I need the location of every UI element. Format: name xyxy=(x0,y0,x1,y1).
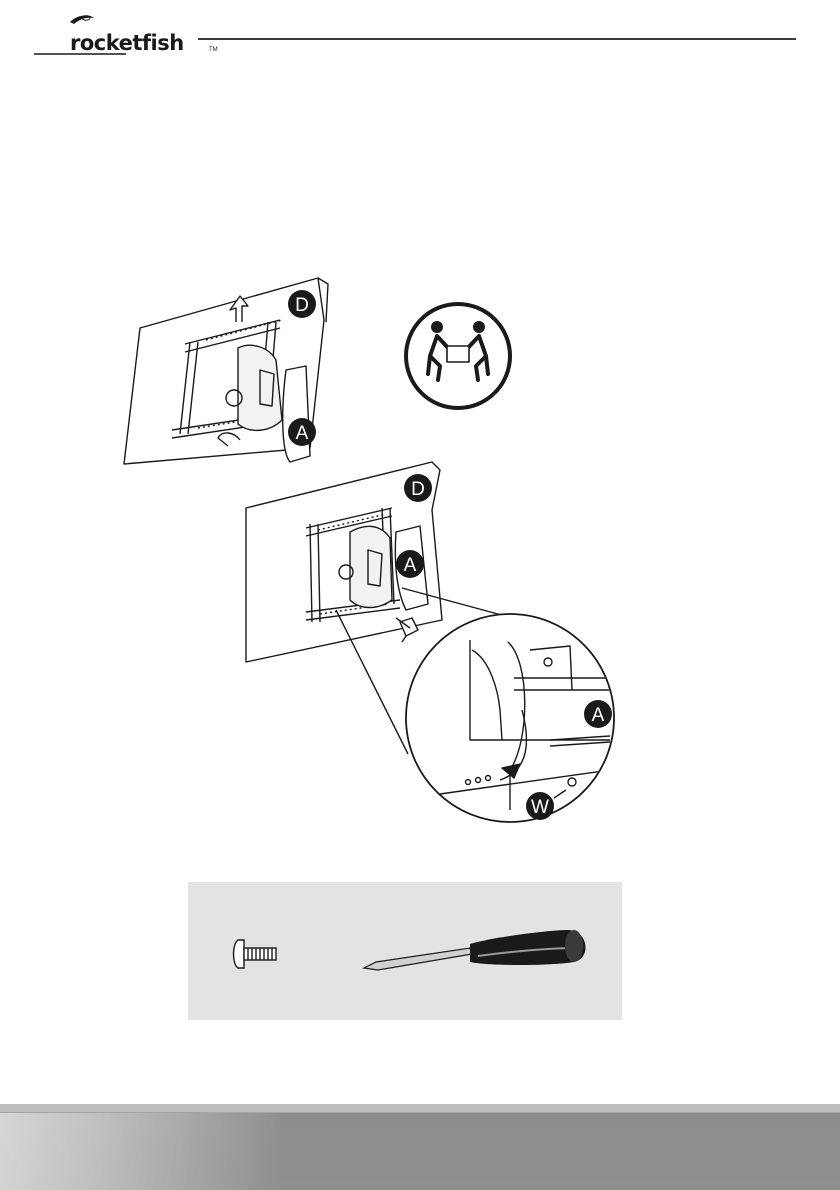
callout-w-detail: W xyxy=(531,797,549,818)
footer-highlight xyxy=(0,1113,280,1190)
tv-mount-illustration: D A D A A W xyxy=(110,270,650,840)
two-person-lift-icon xyxy=(406,304,510,408)
callout-d-top: D xyxy=(295,295,309,316)
parts-illustration xyxy=(188,882,622,1020)
logo-wordmark: rocketfish xyxy=(70,31,184,55)
rocketfish-logo: rocketfish TM xyxy=(34,14,204,58)
header-rule xyxy=(198,38,796,40)
screw-icon xyxy=(234,940,277,968)
screwdriver-icon xyxy=(364,930,585,970)
detail-zoom-circle xyxy=(406,614,614,822)
callout-a-bottom: A xyxy=(404,555,417,576)
callout-d-bottom: D xyxy=(411,479,425,500)
required-parts-panel xyxy=(188,882,622,1020)
callout-a-detail: A xyxy=(592,705,605,726)
callout-a-top: A xyxy=(296,423,309,444)
logo-trademark: TM xyxy=(209,47,218,53)
